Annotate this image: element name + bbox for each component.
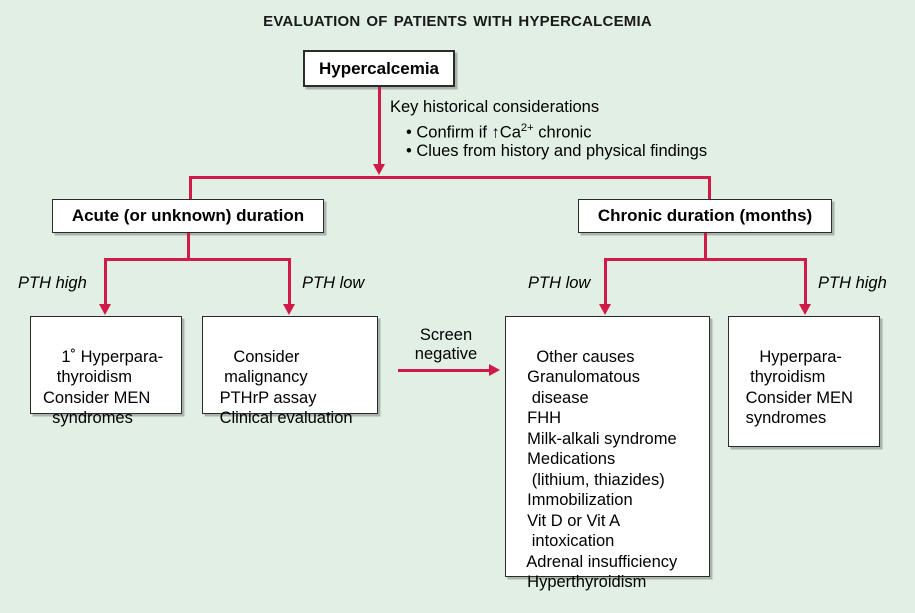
page-title: Evaluation of Patients with Hypercalcemi… <box>263 8 652 31</box>
connector-chronic-right-drop <box>804 258 807 306</box>
diagram-canvas: Evaluation of Patients with Hypercalcemi… <box>18 8 887 591</box>
connector-acute-left-drop <box>104 258 107 306</box>
box-hyperparathyroidism-men: Hyperpara- thyroidism Consider MEN syndr… <box>728 316 880 447</box>
connector-chronic-split-bar <box>604 258 807 261</box>
connector-root-stem <box>378 87 381 165</box>
box-other-causes: Other causes Granulomatous disease FHH M… <box>505 316 710 591</box>
box-hypercalcemia-label: Hypercalcemia <box>318 58 440 78</box>
connector-acute-split-bar <box>104 258 291 261</box>
label-chronic-pth-high-text: PTH high <box>818 274 887 292</box>
label-acute-pth-low: PTH low <box>302 274 364 293</box>
label-screen-negative: Screen negative <box>398 326 494 364</box>
key-considerations-heading: Key historical considerations <box>390 97 599 118</box>
connector-top-split-bar <box>189 176 711 179</box>
connector-screen-negative <box>398 369 490 372</box>
arrow-chronic-right <box>799 304 811 315</box>
connector-acute-stem <box>187 233 190 260</box>
connector-chronic-left-drop <box>604 258 607 306</box>
box-primary-hyperparathyroidism-text: 1˚ Hyperpara- thyroidism Consider MEN sy… <box>43 347 164 428</box>
box-acute-duration-label: Acute (or unknown) duration <box>71 206 305 225</box>
label-screen-negative-text: Screen negative <box>414 326 478 363</box>
bullet-1-suffix: chronic <box>533 123 592 142</box>
box-other-causes-text: Other causes Granulomatous disease FHH M… <box>526 347 678 592</box>
box-hyperparathyroidism-men-text: Hyperpara- thyroidism Consider MEN syndr… <box>745 347 853 428</box>
box-consider-malignancy: Consider malignancy PTHrP assay Clinical… <box>202 316 378 427</box>
box-primary-hyperparathyroidism: 1˚ Hyperpara- thyroidism Consider MEN sy… <box>30 316 182 427</box>
label-acute-pth-low-text: PTH low <box>302 274 365 292</box>
arrow-acute-left <box>99 304 111 315</box>
box-consider-malignancy-text: Consider malignancy PTHrP assay Clinical… <box>219 347 353 428</box>
arrow-chronic-left <box>599 304 611 315</box>
connector-to-acute-box <box>189 176 192 204</box>
bullet-1-superscript: 2+ <box>520 122 534 134</box>
arrow-acute-right <box>283 304 295 315</box>
connector-to-chronic-box <box>708 176 711 204</box>
arrow-screen-negative <box>489 364 500 376</box>
connector-acute-right-drop <box>288 258 291 306</box>
bullet-1-prefix: • Confirm if ↑Ca <box>406 123 521 142</box>
label-chronic-pth-high: PTH high <box>818 274 887 293</box>
key-considerations-heading-text: Key historical considerations <box>390 98 600 116</box>
bullet-2-text: • Clues from history and physical findin… <box>406 142 708 160</box>
box-chronic-duration-label: Chronic duration (months) <box>597 206 813 225</box>
box-hypercalcemia: Hypercalcemia <box>303 50 455 87</box>
connector-chronic-stem <box>704 233 707 260</box>
label-chronic-pth-low: PTH low <box>528 274 590 293</box>
box-acute-duration: Acute (or unknown) duration <box>52 199 324 233</box>
label-chronic-pth-low-text: PTH low <box>528 274 591 292</box>
box-chronic-duration: Chronic duration (months) <box>578 199 832 233</box>
arrow-root-split <box>373 164 385 175</box>
label-acute-pth-high-text: PTH high <box>18 274 87 292</box>
key-considerations-bullet-1: • Confirm if ↑Ca2+ chronic <box>406 118 591 144</box>
label-acute-pth-high: PTH high <box>18 274 87 293</box>
key-considerations-bullet-2: • Clues from history and physical findin… <box>406 141 707 162</box>
